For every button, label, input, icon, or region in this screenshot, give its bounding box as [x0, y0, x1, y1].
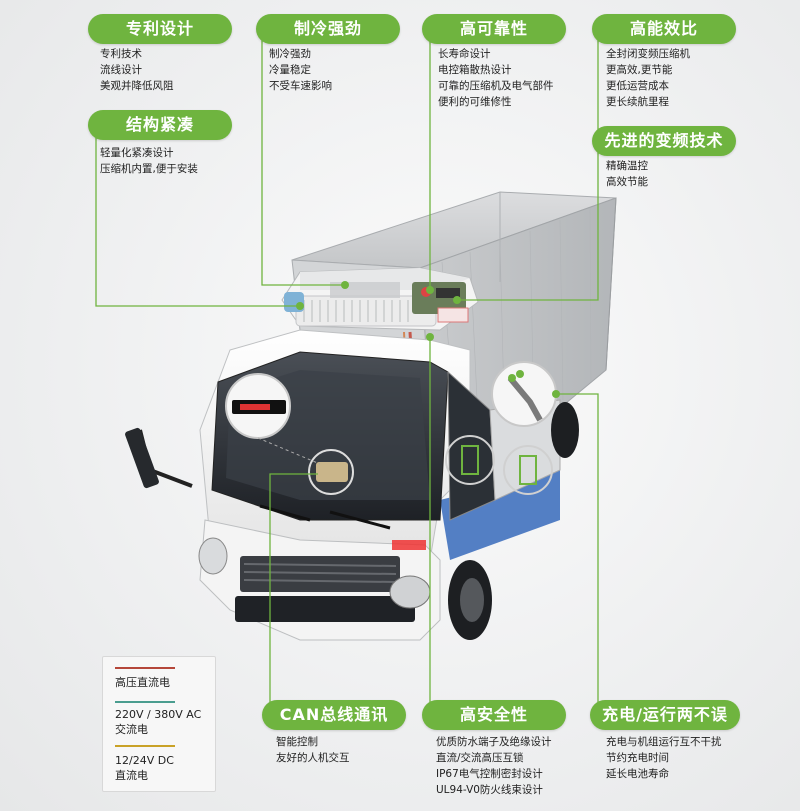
feature-item: 充电与机组运行互不干扰: [606, 736, 722, 748]
feature-item: 压缩机内置,便于安装: [100, 163, 198, 175]
legend-swatch-hv-dc: [115, 667, 175, 669]
feature-item: 便利的可维修性: [438, 96, 512, 108]
feature-list-cooling: 制冷强劲 冷量稳定 不受车速影响: [269, 46, 332, 94]
legend-swatch-lv-dc: [115, 745, 175, 747]
feature-item: 美观并降低风阻: [100, 80, 174, 92]
feature-list-can: 智能控制 友好的人机交互: [276, 734, 350, 766]
legend-label-ac: 220V / 380V AC 交流电: [115, 708, 202, 736]
feature-item: 可靠的压缩机及电气部件: [438, 80, 554, 92]
feature-item: 专利技术: [100, 48, 142, 60]
feature-title-inverter: 先进的变频技术: [592, 126, 736, 156]
feature-item: 更高效,更节能: [606, 64, 673, 76]
feature-item: 优质防水端子及绝缘设计: [436, 736, 552, 748]
legend-label-lv-dc: 12/24V DC 直流电: [115, 754, 174, 782]
feature-item: 全封闭变频压缩机: [606, 48, 690, 60]
feature-title-charging: 充电/运行两不误: [590, 700, 740, 730]
feature-title-safety: 高安全性: [422, 700, 566, 730]
feature-item: 直流/交流高压互锁: [436, 752, 524, 764]
feature-item: 智能控制: [276, 736, 318, 748]
feature-list-reliability: 长寿命设计 电控箱散热设计 可靠的压缩机及电气部件 便利的可维修性: [438, 46, 554, 110]
feature-item: 轻量化紧凑设计: [100, 147, 174, 159]
refrigeration-unit: [281, 267, 479, 331]
feature-list-compact: 轻量化紧凑设计 压缩机内置,便于安装: [100, 145, 198, 177]
feature-title-efficiency: 高能效比: [592, 14, 736, 44]
feature-item: UL94-V0防火线束设计: [436, 784, 543, 796]
feature-title-cooling: 制冷强劲: [256, 14, 400, 44]
feature-item: 电控箱散热设计: [438, 64, 512, 76]
feature-list-efficiency: 全封闭变频压缩机 更高效,更节能 更低运营成本 更长续航里程: [606, 46, 690, 110]
feature-list-charging: 充电与机组运行互不干扰 节约充电时间 延长电池寿命: [606, 734, 722, 782]
feature-item: 流线设计: [100, 64, 142, 76]
feature-item: 不受车速影响: [269, 80, 332, 92]
feature-list-inverter: 精确温控 高效节能: [606, 158, 648, 190]
feature-item: 更长续航里程: [606, 96, 669, 108]
feature-item: 友好的人机交互: [276, 752, 350, 764]
feature-list-patent: 专利技术 流线设计 美观并降低风阻: [100, 46, 174, 94]
feature-item: 高效节能: [606, 176, 648, 188]
feature-item: 更低运营成本: [606, 80, 669, 92]
feature-item: 冷量稳定: [269, 64, 311, 76]
feature-item: 节约充电时间: [606, 752, 669, 764]
feature-item: 精确温控: [606, 160, 648, 172]
feature-item: 延长电池寿命: [606, 768, 669, 780]
feature-title-patent: 专利设计: [88, 14, 232, 44]
legend-label-hv-dc: 高压直流电: [115, 676, 170, 689]
feature-list-safety: 优质防水端子及绝缘设计 直流/交流高压互锁 IP67电气控制密封设计 UL94-…: [436, 734, 552, 798]
feature-title-reliability: 高可靠性: [422, 14, 566, 44]
wiring-legend: 高压直流电 220V / 380V AC 交流电 12/24V DC 直流电: [102, 656, 216, 792]
feature-title-compact: 结构紧凑: [88, 110, 232, 140]
feature-item: 长寿命设计: [438, 48, 491, 60]
feature-item: IP67电气控制密封设计: [436, 768, 543, 780]
legend-swatch-ac: [115, 701, 175, 703]
controller-zoom: [308, 449, 354, 495]
feature-item: 制冷强劲: [269, 48, 311, 60]
leader-lines: [95, 40, 599, 720]
feature-title-can: CAN总线通讯: [262, 700, 406, 730]
truck-cab: [125, 329, 579, 641]
